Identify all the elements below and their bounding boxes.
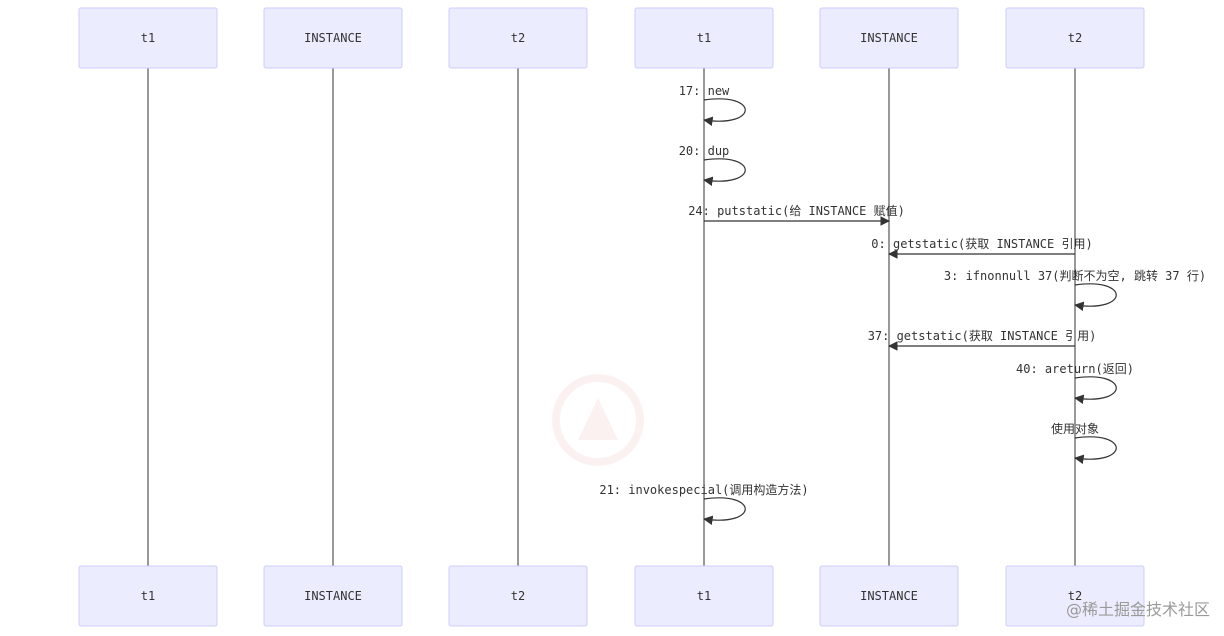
message-label: 17: new (679, 84, 730, 98)
participant-insta-bottom: INSTANCE (263, 565, 403, 627)
self-message-arrow (1074, 436, 1117, 464)
message-6: 37: getstatic(获取 INSTANCE 引用) (868, 329, 1097, 351)
participant-label: t1 (141, 31, 155, 45)
participant-t2b-top: t2 (1005, 7, 1145, 69)
participant-t1b-top: t1 (634, 7, 774, 69)
message-label: 使用对象 (1051, 421, 1099, 436)
participant-box (448, 7, 588, 69)
participant-box (634, 7, 774, 69)
self-message-arrow (1074, 283, 1117, 311)
message-label: 3: ifnonnull 37(判断不为空, 跳转 37 行) (944, 268, 1206, 283)
participant-label: INSTANCE (860, 589, 918, 603)
self-message-arrow (703, 158, 746, 186)
participant-label: t2 (511, 31, 525, 45)
participant-t1a-bottom: t1 (78, 565, 218, 627)
self-message-arrow (1074, 376, 1117, 404)
participant-insta-top: INSTANCE (263, 7, 403, 69)
message-3: 24: putstatic(给 INSTANCE 赋值) (688, 203, 905, 226)
participant-label: INSTANCE (304, 589, 362, 603)
participant-box (1005, 7, 1145, 69)
message-label: 21: invokespecial(调用构造方法) (599, 482, 808, 497)
participant-t2b-bottom: t2 (1005, 565, 1145, 627)
participant-box (78, 7, 218, 69)
self-message-arrow (703, 497, 746, 525)
message-label: 24: putstatic(给 INSTANCE 赋值) (688, 203, 905, 218)
participant-instb-bottom: INSTANCE (819, 565, 959, 627)
message-9: 21: invokespecial(调用构造方法) (599, 482, 809, 525)
message-label: 40: areturn(返回) (1016, 362, 1134, 376)
participant-instb-top: INSTANCE (819, 7, 959, 69)
message-label: 37: getstatic(获取 INSTANCE 引用) (868, 329, 1097, 343)
message-7: 40: areturn(返回) (1016, 362, 1134, 404)
participant-box (634, 565, 774, 627)
participant-label: t2 (1068, 589, 1082, 603)
participant-box (78, 565, 218, 627)
message-2: 20: dup (679, 144, 746, 186)
participant-box (1005, 565, 1145, 627)
message-label: 0: getstatic(获取 INSTANCE 引用) (871, 237, 1092, 251)
participant-t2a-bottom: t2 (448, 565, 588, 627)
footer-watermark: @稀土掘金技术社区 (1065, 600, 1210, 619)
participant-box (263, 7, 403, 69)
participant-label: INSTANCE (304, 31, 362, 45)
participant-t1a-top: t1 (78, 7, 218, 69)
participant-box (819, 565, 959, 627)
participant-box (448, 565, 588, 627)
participant-box (263, 565, 403, 627)
participant-label: INSTANCE (860, 31, 918, 45)
message-4: 0: getstatic(获取 INSTANCE 引用) (871, 237, 1093, 259)
participant-label: t2 (511, 589, 525, 603)
participant-label: t1 (141, 589, 155, 603)
participant-label: t1 (697, 589, 711, 603)
participant-box (819, 7, 959, 69)
message-1: 17: new (679, 84, 746, 126)
participant-label: t2 (1068, 31, 1082, 45)
message-label: 20: dup (679, 144, 730, 158)
participant-t2a-top: t2 (448, 7, 588, 69)
message-8: 使用对象 (1051, 421, 1117, 464)
self-message-arrow (703, 98, 746, 126)
participant-t1b-bottom: t1 (634, 565, 774, 627)
message-5: 3: ifnonnull 37(判断不为空, 跳转 37 行) (944, 268, 1206, 311)
participant-label: t1 (697, 31, 711, 45)
